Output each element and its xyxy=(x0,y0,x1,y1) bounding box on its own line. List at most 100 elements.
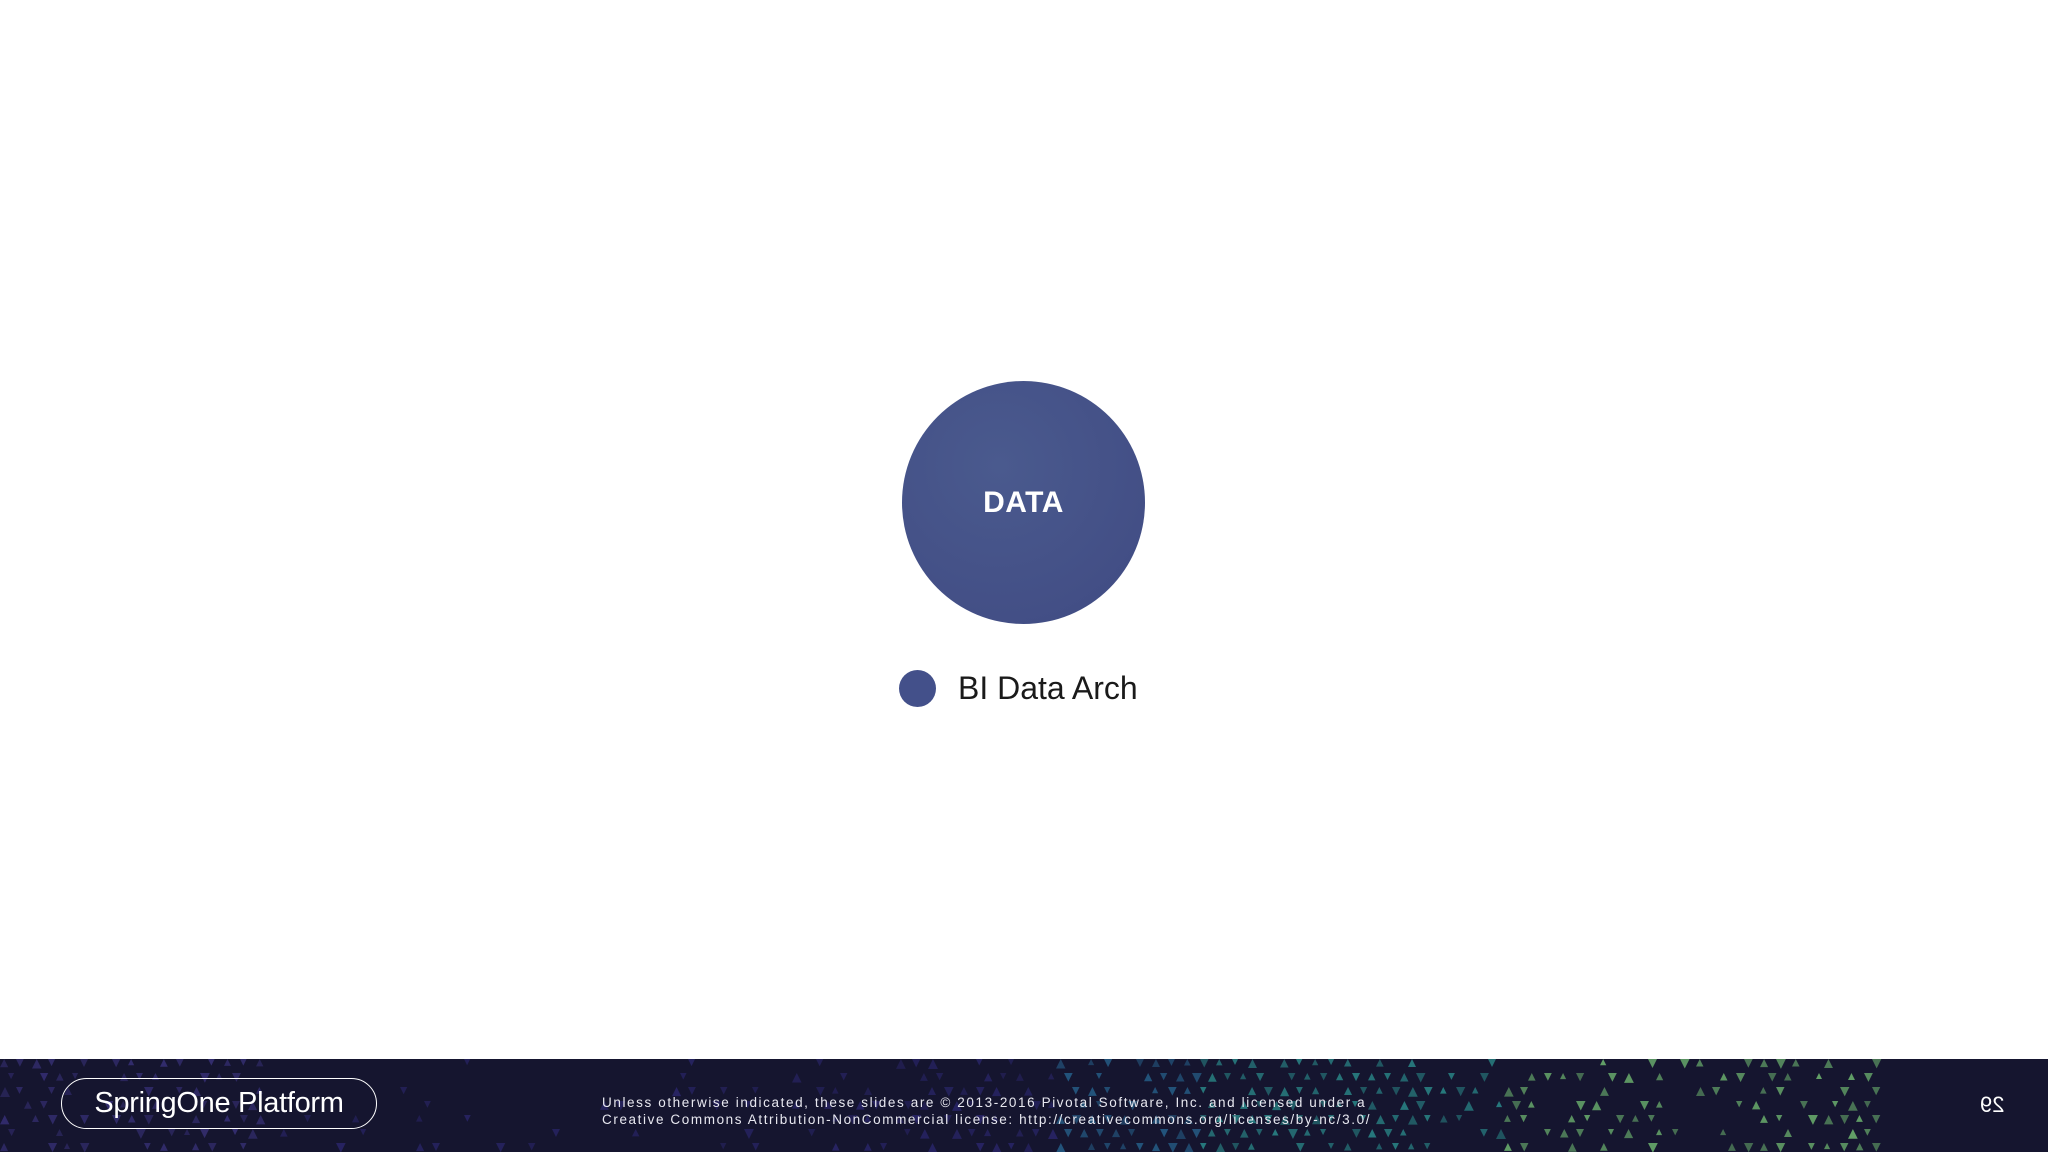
pattern-triangle xyxy=(1352,1101,1359,1108)
pattern-triangle xyxy=(216,1073,223,1080)
pattern-triangle xyxy=(160,1059,168,1067)
pattern-triangle xyxy=(400,1087,408,1095)
pattern-triangle xyxy=(1672,1129,1679,1136)
pattern-triangle xyxy=(304,1115,312,1123)
pattern-triangle xyxy=(968,1101,975,1108)
data-circle-label: DATA xyxy=(983,485,1064,519)
pattern-triangle xyxy=(1272,1129,1279,1136)
pattern-triangle xyxy=(192,1115,201,1124)
pattern-triangle xyxy=(1760,1059,1769,1068)
pattern-triangle xyxy=(24,1101,32,1109)
pattern-triangle xyxy=(1424,1087,1433,1096)
legend-dot-icon xyxy=(899,669,936,707)
pattern-triangle xyxy=(1032,1129,1040,1137)
pattern-triangle xyxy=(144,1087,154,1097)
pattern-triangle xyxy=(112,1115,122,1125)
pattern-triangle xyxy=(1048,1073,1055,1080)
pattern-triangle xyxy=(1128,1129,1136,1137)
pattern-triangle xyxy=(232,1129,239,1136)
pattern-triangle xyxy=(1376,1087,1383,1094)
pattern-triangle xyxy=(744,1101,752,1109)
pattern-triangle xyxy=(120,1073,129,1082)
pattern-triangle xyxy=(1744,1059,1753,1068)
pattern-triangle xyxy=(128,1115,136,1123)
pattern-triangle xyxy=(528,1143,536,1151)
pattern-triangle xyxy=(1752,1101,1761,1110)
pattern-triangle xyxy=(432,1143,440,1151)
pattern-triangle xyxy=(1736,1101,1743,1108)
pattern-triangle xyxy=(72,1073,79,1080)
pattern-triangle xyxy=(976,1115,985,1124)
pattern-triangle xyxy=(1008,1059,1015,1066)
pattern-triangle xyxy=(992,1087,1002,1097)
pattern-triangle xyxy=(1856,1115,1863,1122)
pattern-triangle xyxy=(232,1073,241,1082)
pattern-triangle xyxy=(1680,1059,1690,1069)
pattern-triangle xyxy=(1856,1143,1864,1151)
pattern-triangle xyxy=(904,1101,913,1110)
pattern-triangle xyxy=(1464,1101,1474,1111)
pattern-triangle xyxy=(864,1087,873,1096)
pattern-triangle xyxy=(1320,1101,1327,1108)
pattern-triangle xyxy=(1408,1087,1418,1097)
pattern-triangle xyxy=(1312,1087,1320,1095)
pattern-triangle xyxy=(1184,1059,1191,1066)
pattern-triangle xyxy=(1568,1115,1576,1123)
pattern-triangle xyxy=(208,1143,217,1152)
pattern-triangle xyxy=(1600,1143,1608,1151)
pattern-triangle xyxy=(792,1101,800,1109)
pattern-triangle xyxy=(1520,1115,1528,1123)
pattern-triangle xyxy=(824,1101,832,1109)
pattern-triangle xyxy=(976,1059,983,1066)
pattern-triangle xyxy=(720,1143,727,1150)
pattern-triangle xyxy=(1744,1143,1754,1152)
pattern-triangle xyxy=(1760,1087,1767,1094)
pattern-triangle xyxy=(1760,1115,1768,1123)
pattern-triangle xyxy=(1384,1129,1393,1138)
pattern-triangle xyxy=(896,1115,905,1124)
pattern-triangle xyxy=(1048,1129,1058,1139)
pattern-triangle xyxy=(8,1129,16,1137)
pattern-triangle xyxy=(752,1143,760,1151)
pattern-triangle xyxy=(1184,1143,1194,1152)
pattern-triangle xyxy=(424,1101,431,1108)
pattern-triangle xyxy=(928,1059,938,1069)
pattern-triangle xyxy=(984,1073,993,1082)
pattern-triangle xyxy=(1600,1059,1607,1066)
pattern-triangle xyxy=(928,1087,937,1096)
pattern-triangle xyxy=(1176,1073,1185,1082)
pattern-triangle xyxy=(1056,1115,1065,1124)
pattern-triangle xyxy=(1176,1129,1186,1139)
legend: BI Data Arch xyxy=(899,669,1138,707)
pattern-triangle xyxy=(1248,1115,1257,1124)
pattern-triangle xyxy=(1784,1129,1792,1137)
pattern-triangle xyxy=(16,1087,23,1094)
pattern-triangle xyxy=(1488,1059,1496,1067)
pattern-triangle xyxy=(1208,1129,1216,1137)
pattern-triangle xyxy=(1064,1129,1073,1138)
pattern-triangle xyxy=(688,1059,696,1067)
pattern-triangle xyxy=(1728,1143,1736,1151)
pattern-triangle xyxy=(1232,1115,1241,1124)
pattern-triangle xyxy=(1520,1143,1529,1152)
pattern-triangle xyxy=(1560,1129,1569,1138)
pattern-triangle xyxy=(64,1143,71,1150)
pattern-triangle xyxy=(1344,1143,1352,1151)
pattern-triangle xyxy=(1616,1115,1625,1124)
pattern-triangle xyxy=(808,1129,816,1137)
pattern-triangle xyxy=(1528,1101,1535,1108)
pattern-triangle xyxy=(992,1115,999,1122)
pattern-triangle xyxy=(144,1143,151,1150)
legend-label: BI Data Arch xyxy=(958,669,1138,706)
pattern-triangle xyxy=(1368,1129,1377,1138)
pattern-triangle xyxy=(56,1073,64,1081)
pattern-triangle xyxy=(1344,1087,1353,1096)
pattern-triangle xyxy=(1256,1101,1263,1108)
pattern-triangle xyxy=(1416,1073,1426,1083)
pattern-triangle xyxy=(952,1129,962,1139)
pattern-triangle xyxy=(1608,1129,1615,1136)
pattern-triangle xyxy=(712,1101,722,1111)
pattern-triangle xyxy=(1800,1101,1808,1109)
pattern-triangle xyxy=(1248,1059,1257,1068)
pattern-triangle xyxy=(1088,1087,1097,1096)
